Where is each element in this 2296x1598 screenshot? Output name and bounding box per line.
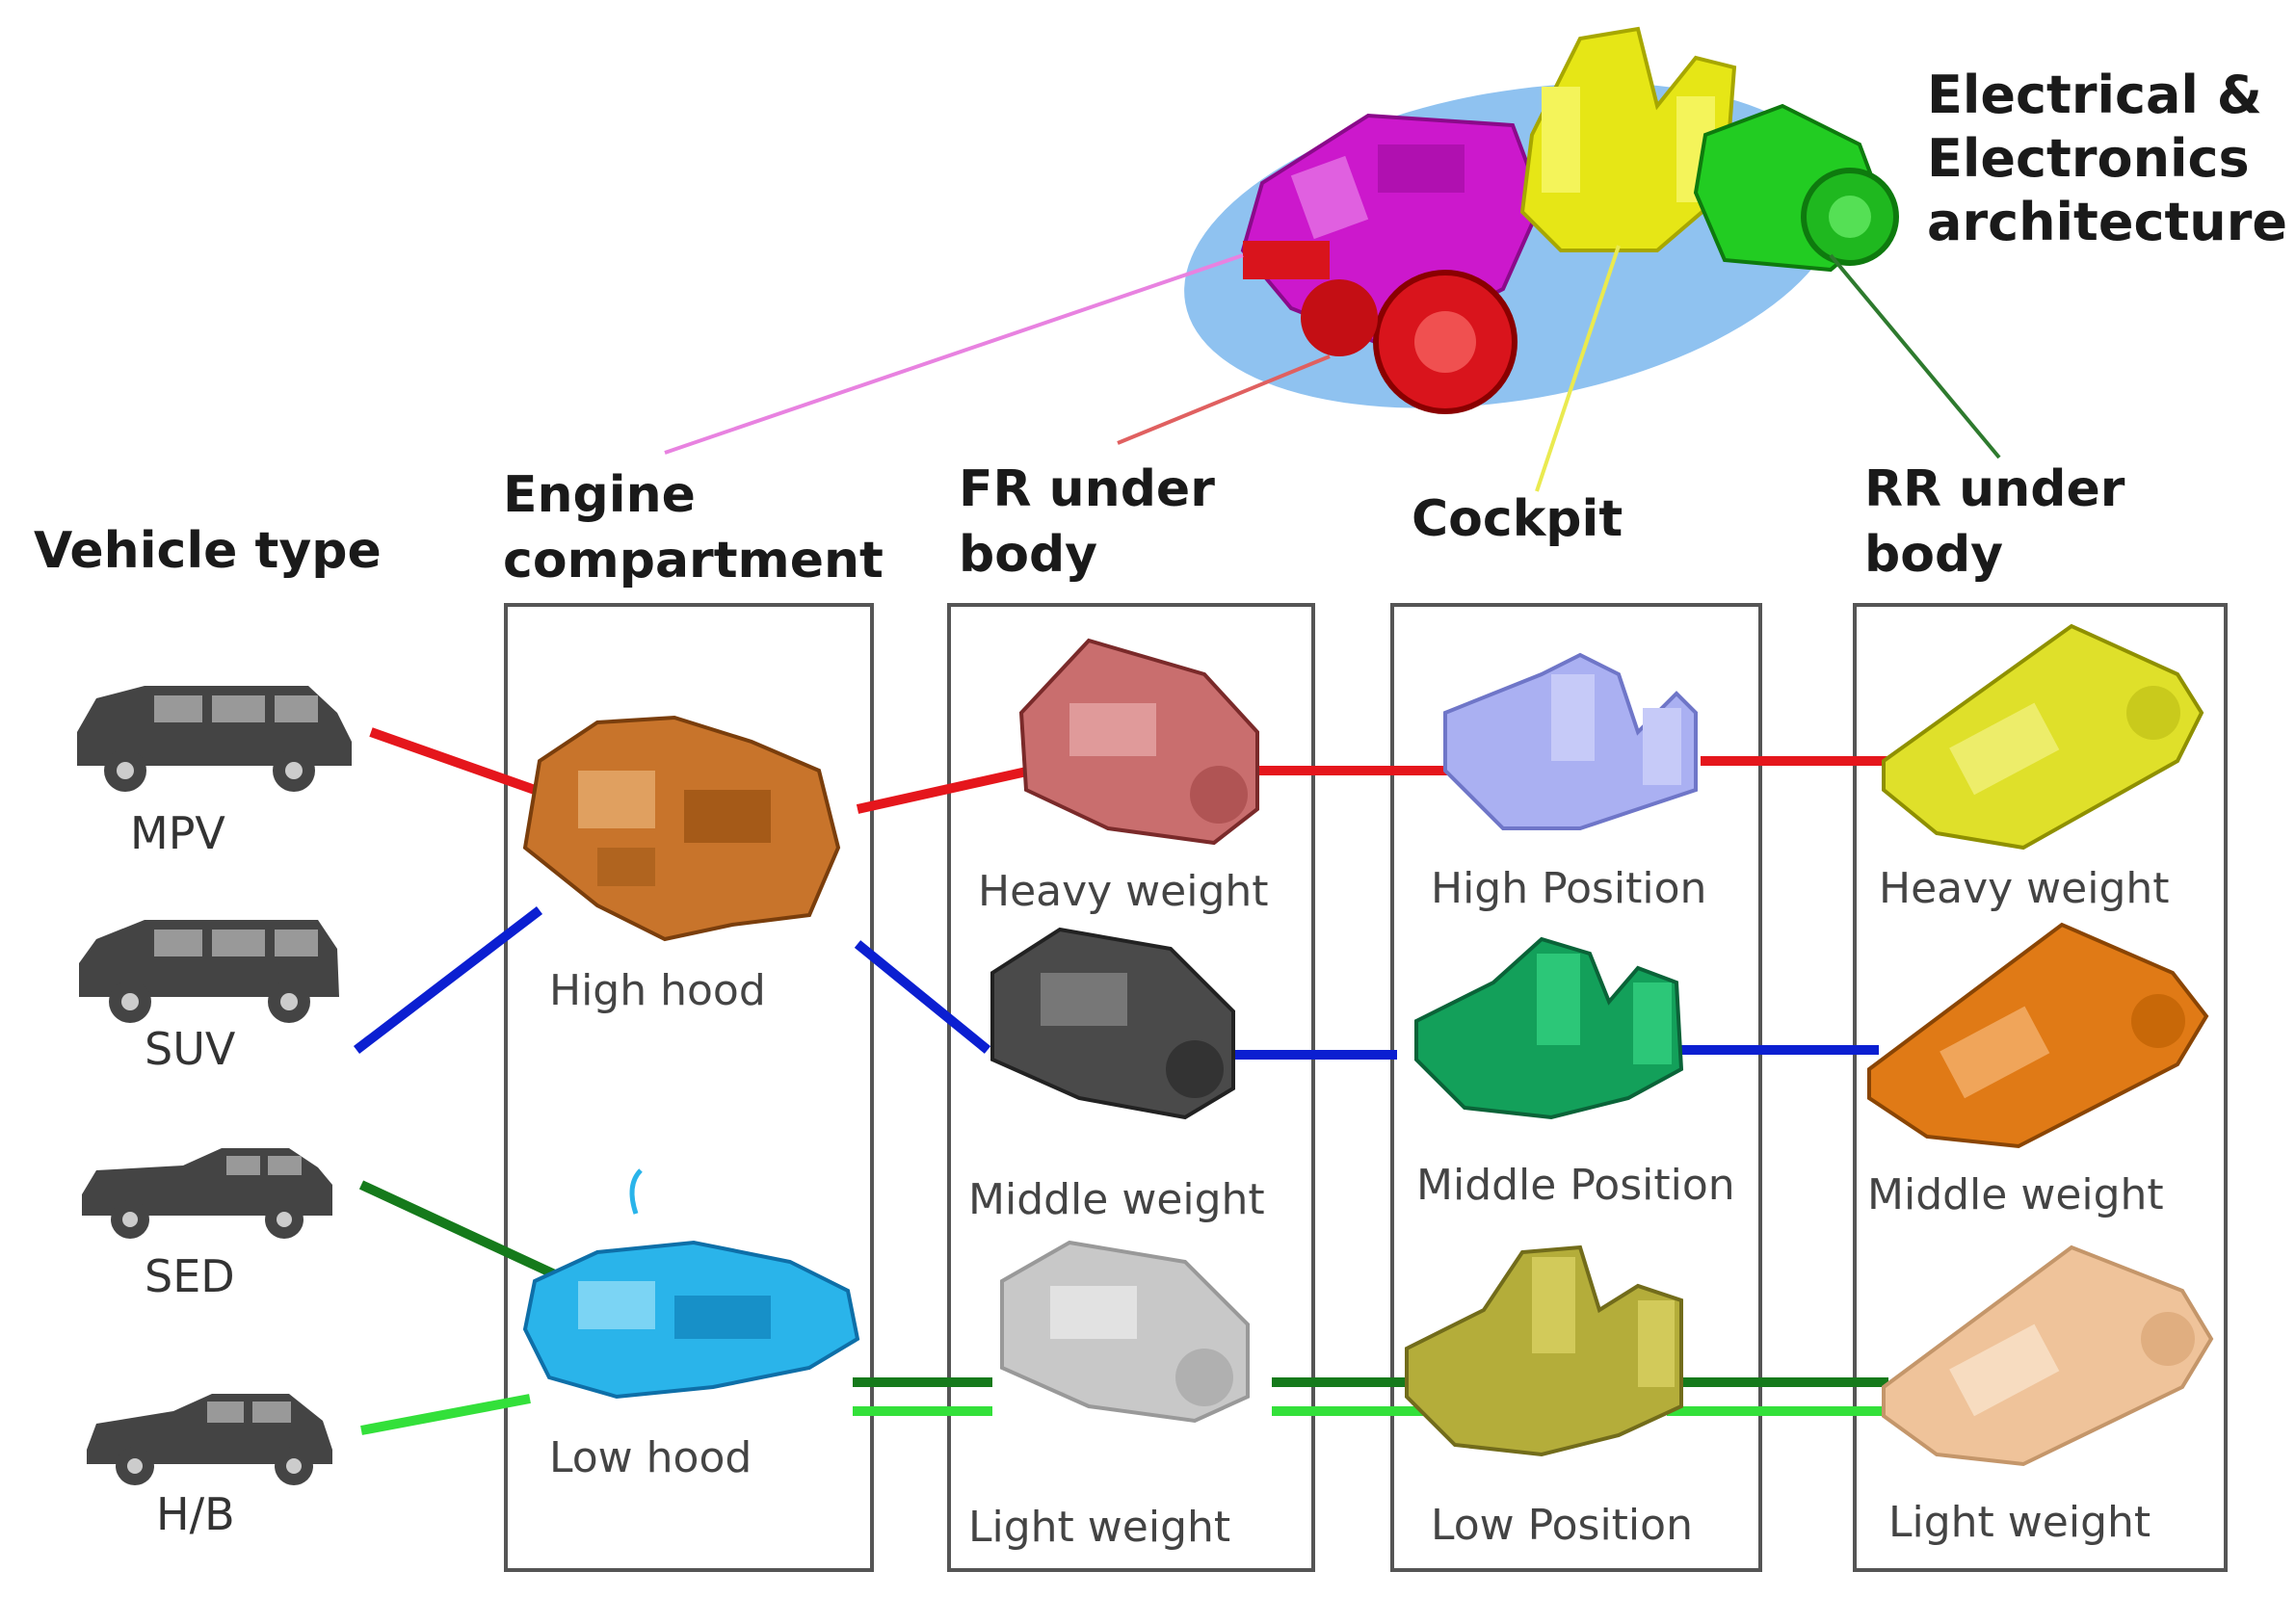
engine-low-hood-module xyxy=(522,1168,860,1400)
engine-compartment-heading: Engine compartment xyxy=(503,466,884,589)
cockpit-option-high-position: High Position xyxy=(1431,864,1707,913)
cockpit-middle-position-module xyxy=(1414,936,1684,1120)
rr-under-body-box xyxy=(1853,603,2228,1572)
rr-under-body-heading: RR under body xyxy=(1864,460,2125,584)
engine-option-low-hood: Low hood xyxy=(549,1433,752,1482)
fr-option-light-weight: Light weight xyxy=(968,1503,1231,1552)
cockpit-option-low-position: Low Position xyxy=(1431,1501,1693,1550)
rr-option-light-weight: Light weight xyxy=(1888,1498,2151,1547)
vehicle-label-sed: SED xyxy=(145,1250,235,1302)
engine-option-high-hood: High hood xyxy=(549,966,766,1015)
engine-high-hood-module xyxy=(522,715,841,942)
illustration-connector-lines xyxy=(664,245,2001,492)
fr-light-weight-module xyxy=(1000,1240,1250,1424)
fr-middle-weight-module xyxy=(990,927,1235,1120)
vehicle-label-suv: SUV xyxy=(145,1023,236,1075)
rr-option-heavy-weight: Heavy weight xyxy=(1879,864,2170,913)
vehicle-sed-icon xyxy=(82,1148,332,1239)
cockpit-heading: Cockpit xyxy=(1412,490,1623,548)
connection-lines xyxy=(353,727,1913,1435)
vehicle-label-mpv: MPV xyxy=(130,807,225,859)
fr-option-middle-weight: Middle weight xyxy=(968,1175,1265,1224)
ee-architecture-label: Electrical & Electronics architecture xyxy=(1927,65,2287,252)
rr-heavy-weight-module xyxy=(1882,623,2204,851)
cockpit-high-position-module xyxy=(1443,652,1698,830)
fr-option-heavy-weight: Heavy weight xyxy=(978,867,1269,916)
fr-heavy-weight-module xyxy=(1018,638,1259,846)
cockpit-low-position-module xyxy=(1405,1244,1683,1457)
rr-option-middle-weight: Middle weight xyxy=(1867,1170,2164,1219)
vehicle-label-hb: H/B xyxy=(156,1488,235,1540)
vehicle-mpv-icon xyxy=(77,686,352,792)
cockpit-box xyxy=(1390,603,1762,1572)
vehicle-type-heading: Vehicle type xyxy=(34,522,382,580)
vehicle-hb-icon xyxy=(87,1394,332,1485)
vehicle-suv-icon xyxy=(79,920,339,1023)
cockpit-option-middle-position: Middle Position xyxy=(1416,1161,1735,1210)
rr-light-weight-module xyxy=(1882,1244,2214,1467)
ee-architecture-illustration xyxy=(1184,26,1899,414)
fr-under-body-box xyxy=(947,603,1315,1572)
fr-under-body-heading: FR under body xyxy=(959,460,1215,584)
engine-compartment-box xyxy=(504,603,874,1572)
rr-middle-weight-module xyxy=(1867,922,2209,1149)
